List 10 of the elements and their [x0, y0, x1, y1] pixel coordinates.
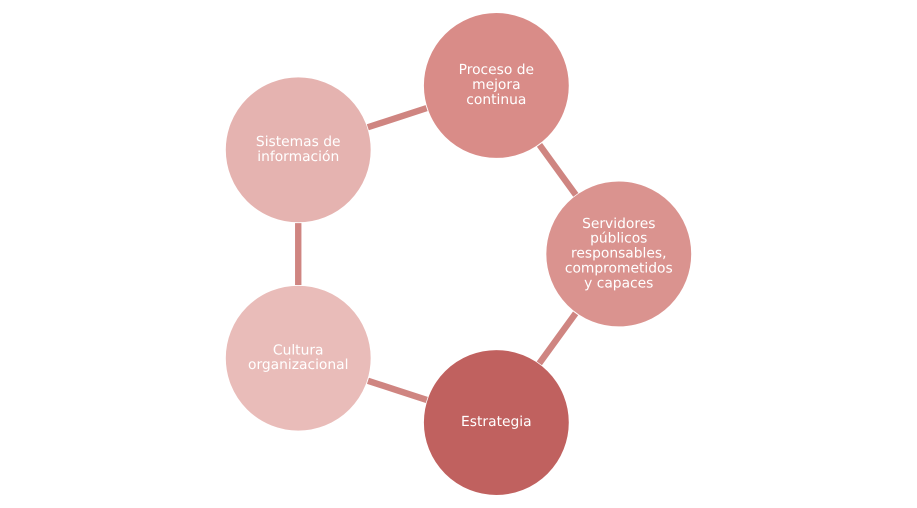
node-circle: Proceso de mejora continua	[422, 12, 570, 159]
node-circle: Cultura organizacional	[224, 284, 372, 432]
connector	[536, 143, 578, 197]
connector	[536, 312, 578, 366]
node-circle: Estrategia	[422, 349, 570, 496]
connector	[366, 105, 428, 130]
node-circle: Servidores públicos responsables, comprometidos y capaces	[545, 180, 692, 328]
connector	[295, 223, 302, 285]
connector	[366, 378, 428, 403]
node-circle: Sistemas de información	[224, 76, 372, 224]
